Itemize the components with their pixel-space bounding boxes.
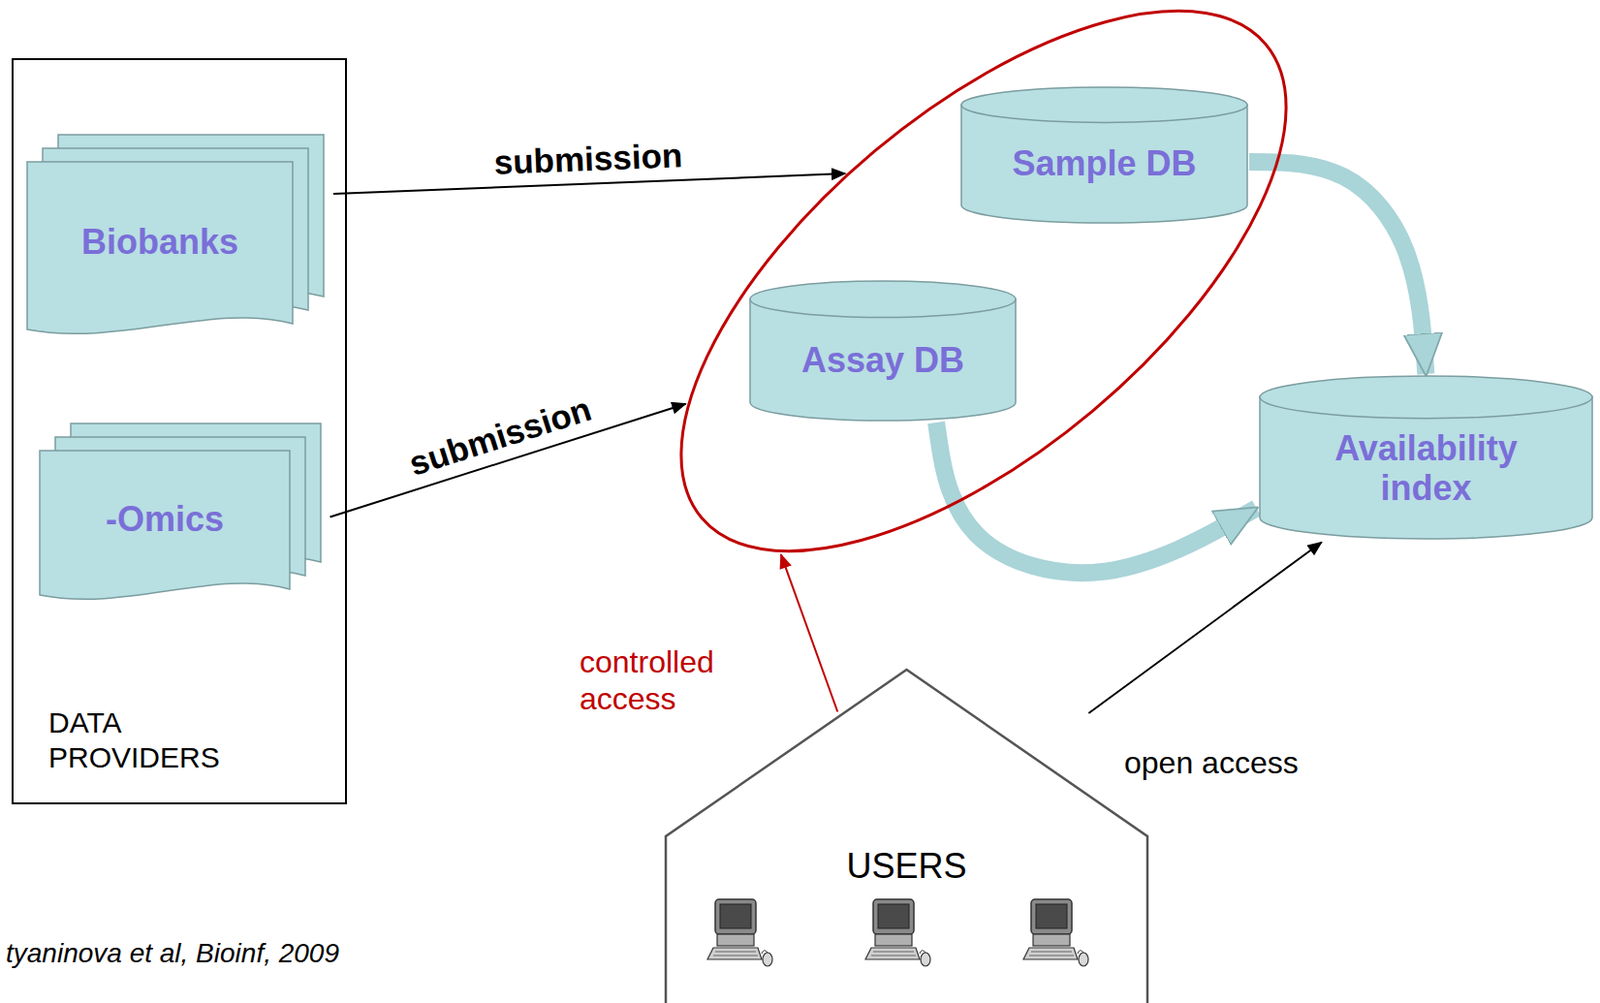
- frame-label: DATA PROVIDERS: [48, 705, 243, 776]
- citation-caption: tyaninova et al, Bioinf, 2009: [5, 938, 340, 970]
- provider-frame: Biobanks -OmicsDATA PROVIDERS: [11, 58, 347, 805]
- node-label: Availability index: [1310, 428, 1543, 509]
- document-stack: Biobanks: [27, 134, 324, 334]
- flow-arrow: [936, 422, 1256, 573]
- access-ellipse: Sample DB Assay DB: [668, 4, 1299, 558]
- users-house-outline: [664, 668, 1149, 1003]
- text-area: USERS: [664, 846, 1149, 887]
- text-area: Availability index: [1259, 418, 1593, 518]
- node-label: Biobanks: [81, 221, 239, 262]
- cylinder-top: [1259, 376, 1593, 419]
- node-label: Assay DB: [801, 340, 965, 380]
- node-label: -Omics: [105, 499, 224, 539]
- document-sheet: [39, 450, 290, 599]
- house-outline: [665, 669, 1148, 1003]
- cylinder-top: [750, 281, 1016, 317]
- users-label: USERS: [846, 846, 967, 887]
- database-cylinder: Sample DB: [961, 87, 1248, 223]
- access-arrow: [781, 554, 838, 712]
- node-label: Sample DB: [1011, 143, 1196, 184]
- database-cylinder: Availability index: [1259, 376, 1593, 539]
- text-area: Sample DB: [961, 122, 1248, 205]
- cylinder-top: [961, 87, 1248, 123]
- submission-label: submission: [493, 135, 684, 183]
- database-cylinder: Assay DB: [750, 281, 1016, 421]
- text-area: Assay DB: [750, 316, 1016, 403]
- text-area: DATA PROVIDERS: [48, 705, 243, 776]
- computer-icon: [707, 899, 773, 967]
- document-stack: -Omics: [39, 423, 321, 599]
- access-label: open access: [1124, 744, 1357, 782]
- text-area: -Omics: [39, 450, 290, 588]
- computer-icon: [865, 899, 931, 967]
- text-area: Biobanks: [27, 161, 293, 322]
- submission-label: submission: [404, 389, 596, 484]
- users-house: USERS: [664, 668, 1149, 1003]
- access-ellipse-outline: [668, 4, 1299, 558]
- computer-icon: [1023, 899, 1089, 967]
- flow-arrow: [1249, 161, 1426, 375]
- access-ellipse-outline: [592, 0, 1375, 648]
- access-label: controlled access: [579, 643, 754, 719]
- access-arrow: [1088, 542, 1321, 714]
- document-sheet: [27, 161, 293, 334]
